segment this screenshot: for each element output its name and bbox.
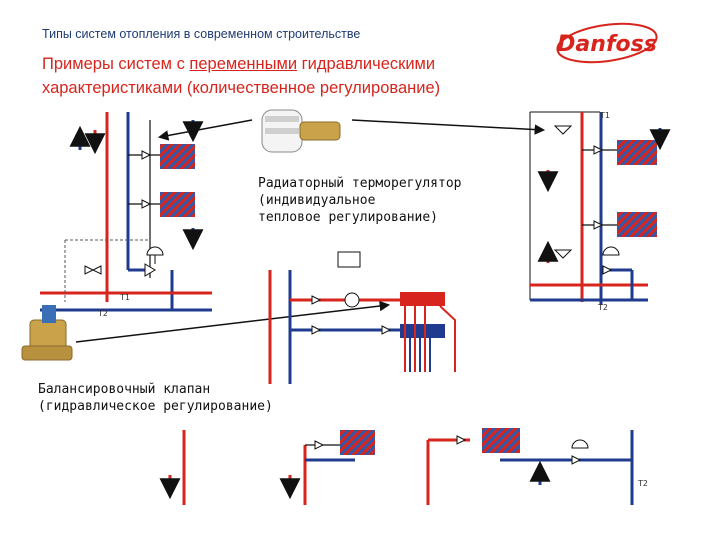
pipe-label-t2: T2 (637, 479, 648, 488)
manifold-supply (400, 292, 445, 306)
radiator (160, 192, 195, 217)
radiator (340, 430, 375, 455)
manifold-return (400, 324, 445, 338)
pipe-label-t2: T2 (97, 309, 108, 318)
balancing-callout-line-2: (гидравлическое регулирование) (38, 399, 273, 414)
thermostat-callout-line-2: (индивидуальное (258, 193, 376, 208)
title-underlined-word: переменными (189, 55, 298, 73)
page-subtitle: Типы систем отопления в современном стро… (42, 27, 361, 41)
scheme-middle-manifold (268, 251, 456, 384)
radiator (482, 428, 520, 453)
pipe-label-t1: T1 (599, 111, 610, 120)
thermostat-callout-line-1: Радиаторный терморегулятор (258, 176, 462, 191)
danfoss-logo: Danfoss (556, 22, 658, 64)
title-part-1: Примеры систем с (42, 55, 190, 73)
scheme-top-right: T1 T2 (529, 111, 671, 312)
thermostat-callout-line-3: тепловое регулирование) (258, 210, 439, 225)
radiator (160, 144, 195, 169)
pipe-label-t1: T1 (119, 293, 130, 302)
balancing-callout-line-1: Балансировочный клапан (38, 382, 211, 397)
thermostat-callout: Радиаторный терморегулятор (индивидуальн… (258, 175, 462, 226)
radiator (617, 140, 657, 165)
scheme-bottom-right: T2 (426, 428, 648, 505)
thermostat-valve-image (261, 109, 341, 153)
scheme-bottom-left (159, 430, 375, 505)
page-title: Примеры систем с переменными гидравличес… (42, 52, 542, 100)
radiator (617, 212, 657, 237)
pipe-label-t2: T2 (597, 303, 608, 312)
title-part-2: гидравлическими (297, 55, 436, 73)
balancing-valve-image (21, 305, 73, 361)
controller-box (337, 251, 361, 268)
balancing-callout: Балансировочный клапан (гидравлическое р… (38, 381, 273, 415)
scheme-top-left: T1 T2 (40, 112, 212, 318)
logo-text: Danfoss (557, 32, 657, 57)
title-line-2: характеристиками (количественное регулир… (42, 79, 441, 97)
